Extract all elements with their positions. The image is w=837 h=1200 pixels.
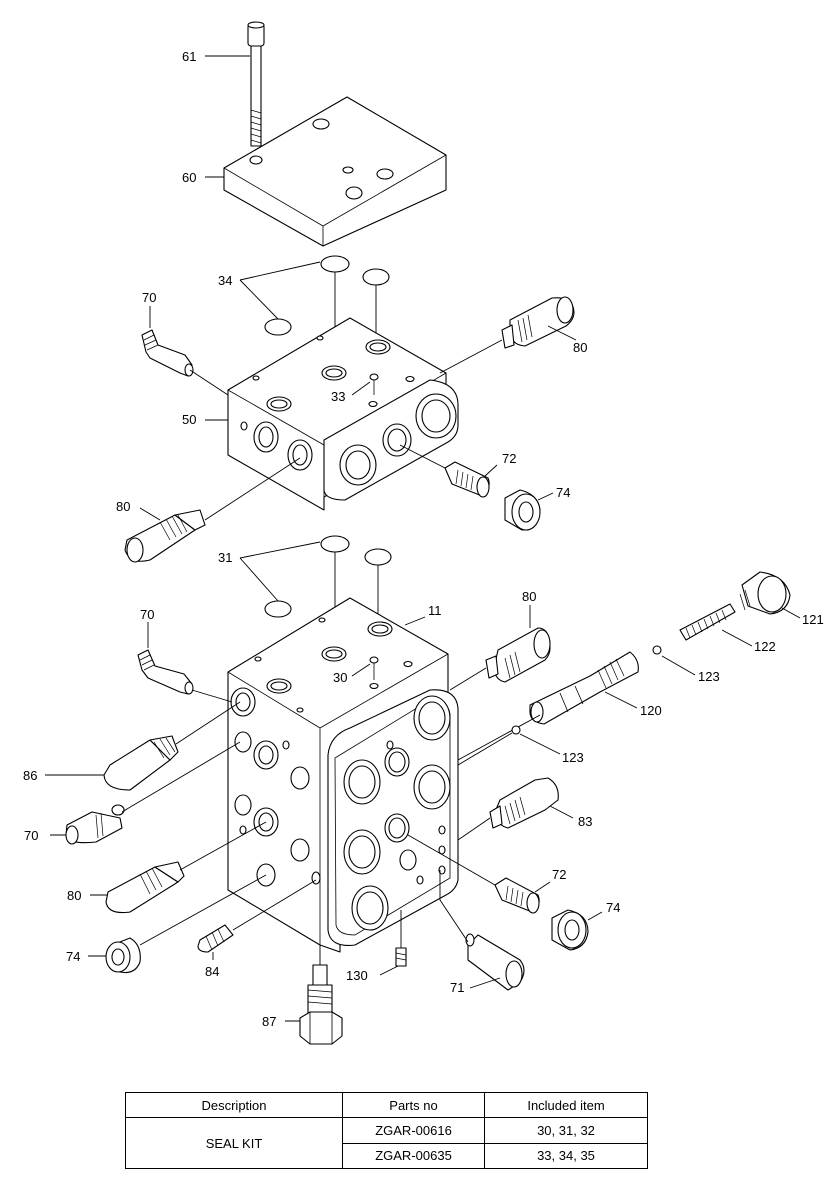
table-row: SEAL KIT ZGAR-00616 30, 31, 32: [125, 1117, 648, 1169]
part-123-ball-lower: [511, 725, 521, 735]
part-130-plug: [395, 947, 407, 967]
callout-60: 60: [182, 170, 196, 185]
cell-included-item: 30, 31, 32: [484, 1117, 648, 1144]
part-123-ball-upper: [652, 645, 662, 655]
header-description: Description: [125, 1092, 343, 1118]
seal-kit-table: Description Parts no Included item SEAL …: [125, 1092, 648, 1169]
callout-130: 130: [346, 968, 368, 983]
cell-parts-no: ZGAR-00635: [342, 1142, 485, 1169]
callout-61: 61: [182, 49, 196, 64]
part-60-cover-plate: [223, 96, 447, 247]
callout-80: 80: [67, 888, 81, 903]
part-72-poppet-upper: [444, 461, 490, 498]
callout-87: 87: [262, 1014, 276, 1029]
part-120-spool: [529, 651, 639, 725]
header-included-item: Included item: [484, 1092, 648, 1118]
cell-parts-no: ZGAR-00616: [342, 1117, 485, 1144]
part-80-cartridge-left: [124, 509, 206, 563]
callout-122: 122: [754, 639, 776, 654]
callout-70: 70: [24, 828, 38, 843]
cell-description: SEAL KIT: [125, 1117, 343, 1169]
cell-included-item: 33, 34, 35: [484, 1142, 648, 1169]
part-11-main-block: [227, 597, 459, 953]
part-30-pin: [369, 656, 379, 680]
callout-72: 72: [502, 451, 516, 466]
callout-123: 123: [562, 750, 584, 765]
part-80-cartridge-top-right: [501, 296, 575, 349]
callout-30: 30: [333, 670, 347, 685]
part-70-plug-low: [65, 804, 125, 845]
part-74-cap-lower: [551, 909, 589, 951]
table-row: ZGAR-00635 33, 34, 35: [126, 1142, 648, 1169]
part-74-cap-left: [105, 937, 141, 974]
part-84-plug: [197, 924, 234, 953]
callout-11: 11: [428, 603, 442, 618]
part-70-plug-top: [141, 329, 194, 377]
callout-74: 74: [556, 485, 570, 500]
table-header-row: Description Parts no Included item: [125, 1092, 648, 1118]
callout-71: 71: [450, 980, 464, 995]
part-80-cartridge-left-lower: [105, 861, 185, 914]
part-121-plug: [739, 571, 791, 615]
callout-31: 31: [218, 550, 232, 565]
part-34-o-rings: [264, 255, 390, 336]
callout-74: 74: [606, 900, 620, 915]
callout-80: 80: [522, 589, 536, 604]
callout-33: 33: [331, 389, 345, 404]
callout-123: 123: [698, 669, 720, 684]
part-33-pin: [369, 373, 379, 395]
part-87-check-valve: [299, 964, 343, 1045]
callout-74: 74: [66, 949, 80, 964]
callout-80: 80: [116, 499, 130, 514]
part-80-cartridge-right: [485, 627, 551, 683]
part-122-spring: [679, 603, 736, 641]
callout-70: 70: [140, 607, 154, 622]
part-86-relief-valve: [103, 735, 179, 791]
callout-80: 80: [573, 340, 587, 355]
part-70-plug-mid: [137, 649, 194, 695]
callout-70: 70: [142, 290, 156, 305]
part-72-poppet-lower: [494, 877, 540, 914]
callout-72: 72: [552, 867, 566, 882]
part-50-section-block: [227, 317, 459, 511]
callout-50: 50: [182, 412, 196, 427]
header-parts-no: Parts no: [342, 1092, 485, 1118]
callout-121: 121: [802, 612, 824, 627]
callout-86: 86: [23, 768, 37, 783]
callout-34: 34: [218, 273, 232, 288]
callout-84: 84: [205, 964, 219, 979]
exploded-parts-diagram: 61 60 34 70 80 33 50 72 74 80 31 11 70 8…: [23, 21, 824, 1045]
part-31-o-rings: [264, 535, 392, 618]
part-74-cap-upper: [504, 489, 541, 531]
part-61-bolt: [247, 21, 265, 147]
callout-120: 120: [640, 703, 662, 718]
part-83-relief-valve: [489, 777, 559, 829]
callout-83: 83: [578, 814, 592, 829]
part-71-plug: [465, 933, 525, 991]
